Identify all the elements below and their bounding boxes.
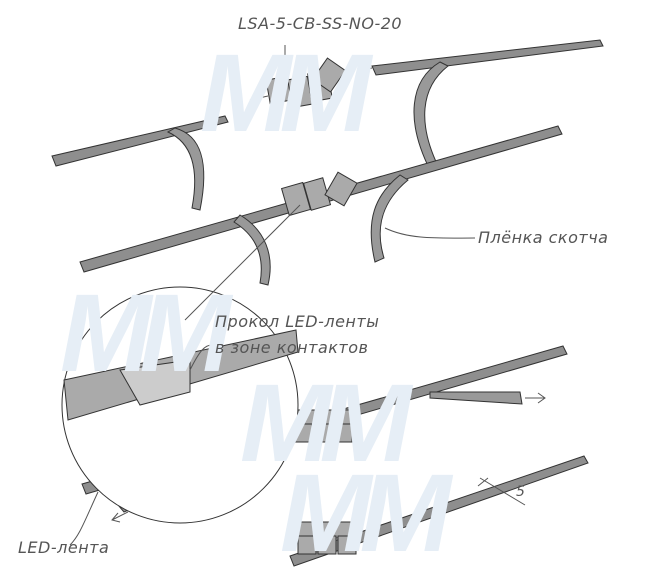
leader-line [384,227,476,239]
tape-film [233,214,271,286]
led-strip-label: LED-лента [18,538,110,557]
connector [295,521,357,555]
tape-film [370,174,409,263]
puncture-label-line2: в зоне контактов [215,338,369,357]
connector [265,57,347,109]
leader-line [184,204,301,321]
dimension-label: 5 [516,484,526,500]
dimension-line [477,477,526,506]
tape-film [429,391,523,405]
arrow [525,392,546,404]
led-strip-segment [289,455,589,567]
magnified-contact [119,359,191,406]
leader-line [249,95,269,101]
part-number-label: LSA-5-CB-SS-NO-20 [238,14,403,33]
connector [280,171,358,217]
leader-line [69,491,99,546]
arrow [111,511,129,523]
puncture-label-line1: Прокол LED-ленты [215,312,380,331]
leader-line [189,344,213,371]
tape-film-label: Плёнка скотча [478,228,609,247]
tape-film [413,61,449,171]
connector [289,409,355,443]
tape-film [166,127,205,211]
led-strip-segment [51,115,229,167]
led-strip-segment [371,39,604,76]
leader-line [359,67,373,71]
